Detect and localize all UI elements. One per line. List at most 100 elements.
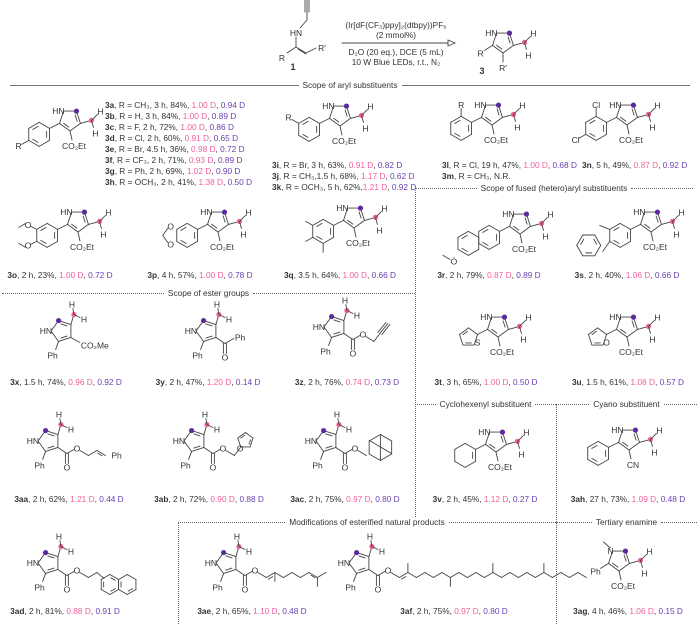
deuterium-c2-value: 0.80 D — [483, 606, 508, 616]
bond — [593, 238, 598, 245]
bond — [60, 335, 68, 339]
atom-label: HN — [27, 558, 39, 568]
bond — [368, 569, 379, 576]
compound-caption-3t: 3t, 3 h, 65%, 1.00 D, 0.50 D — [435, 377, 538, 387]
compound-id: 3b — [105, 111, 115, 121]
compound-conditions: , 2 h, 81%, — [24, 606, 67, 616]
deuterated-c2-dot — [506, 30, 513, 36]
deuterium-c2-value: 0.44 D — [99, 494, 124, 504]
section-title: Cyano substituent — [593, 399, 660, 409]
bond — [320, 451, 325, 460]
compound-caption-3r: 3r, 2 h, 79%, 0.87 D, 0.89 D — [437, 270, 540, 280]
section-header-fused: Scope of fused (hetero)aryl substituents — [415, 183, 694, 193]
bond — [99, 220, 102, 229]
atom-label: CO₂Et — [490, 347, 515, 357]
bond — [217, 308, 220, 315]
bond — [600, 562, 609, 569]
bond — [591, 457, 598, 462]
bond — [32, 125, 39, 130]
bond — [648, 319, 655, 327]
bond — [59, 418, 62, 425]
compound-conditions: , R = CH₃,1.5 h, 68%, — [278, 171, 361, 181]
bond — [28, 139, 40, 147]
bond — [513, 113, 516, 122]
atom-label: N — [607, 546, 613, 556]
deuterium-c2-value: 0.14 D — [235, 377, 261, 387]
bond — [305, 236, 314, 242]
compound-conditions: , 5 h, 49%, — [591, 160, 634, 170]
bond — [21, 139, 30, 145]
deuterium-c2-value: 0.88 D — [239, 494, 264, 504]
bond — [237, 437, 242, 448]
atom-label: HN — [322, 101, 334, 111]
atom-label: H — [656, 425, 662, 435]
compound-conditions: , 2 h, 75%, — [412, 606, 455, 616]
bond — [650, 432, 657, 440]
atom-label: Cl — [572, 135, 580, 145]
bond — [73, 314, 81, 318]
bond — [71, 223, 78, 229]
bond — [640, 559, 643, 568]
bond — [502, 320, 506, 328]
bond — [471, 116, 482, 123]
atom-label: H — [367, 532, 373, 542]
atom-label: Ph — [34, 460, 45, 470]
atom-label: H — [519, 100, 525, 110]
separator: , — [547, 160, 553, 170]
bond — [618, 429, 623, 443]
atom-label: Ph — [320, 346, 331, 356]
deuterated-c2-dot — [221, 209, 228, 215]
bond — [55, 341, 60, 350]
bond — [461, 247, 468, 252]
bond — [626, 116, 638, 126]
atom-label: O — [385, 565, 392, 575]
compound-caption-3y: 3y, 2 h, 47%, 1.20 D, 0.14 D — [156, 377, 261, 387]
deuterated-c2-dot — [189, 427, 195, 434]
bond — [594, 234, 602, 246]
bond — [215, 562, 225, 574]
bond — [467, 248, 480, 256]
bond — [519, 225, 531, 235]
compound-caption-3m: 3m, R = CH₃, N.R. — [442, 171, 511, 181]
bond — [481, 104, 486, 118]
bond — [225, 567, 233, 571]
separator: , — [478, 606, 484, 616]
atom-label: H — [214, 300, 220, 310]
compound-id: 3l — [442, 160, 449, 170]
bond — [524, 41, 527, 50]
bond — [325, 433, 333, 437]
atom-label: HN — [185, 326, 197, 336]
compound-caption-3v: 3v, 2 h, 45%, 1.12 D, 0.27 D — [433, 494, 538, 504]
deuterium-ch2-value: 1.00 D — [523, 160, 548, 170]
bond — [603, 541, 611, 549]
bond — [46, 240, 58, 248]
bond — [497, 336, 501, 347]
atom-label: H — [97, 106, 103, 116]
bond — [244, 432, 254, 439]
compound-caption-3p: 3p, 4 h, 57%, 1.00 D, 0.78 D — [147, 270, 252, 280]
bond — [534, 572, 545, 578]
deuterium-ch2-value: 1.20 D — [206, 377, 232, 387]
bond — [299, 19, 308, 29]
bond — [126, 589, 137, 595]
atom-label: H — [246, 547, 252, 557]
bond — [415, 572, 426, 578]
deuterated-c2-dot — [632, 427, 639, 433]
atom-label: H — [649, 122, 655, 132]
bond — [461, 234, 468, 239]
bond — [589, 132, 596, 137]
bond — [203, 337, 217, 342]
deuterium-c2-value: 0.89 D — [516, 270, 541, 280]
atom-label: H — [68, 425, 74, 435]
compound-id: 3j — [272, 171, 279, 181]
arrow-head — [447, 39, 457, 47]
atom-label: H — [56, 532, 62, 542]
bond — [30, 225, 38, 230]
compound-conditions: , 2 h, 65%, — [211, 606, 254, 616]
bond — [36, 240, 48, 248]
bond — [235, 569, 246, 576]
bond — [487, 316, 492, 330]
deuterium-ch2-value: 0.74 D — [345, 377, 371, 387]
compound-id: 3aa — [14, 494, 29, 504]
bond — [442, 254, 451, 260]
